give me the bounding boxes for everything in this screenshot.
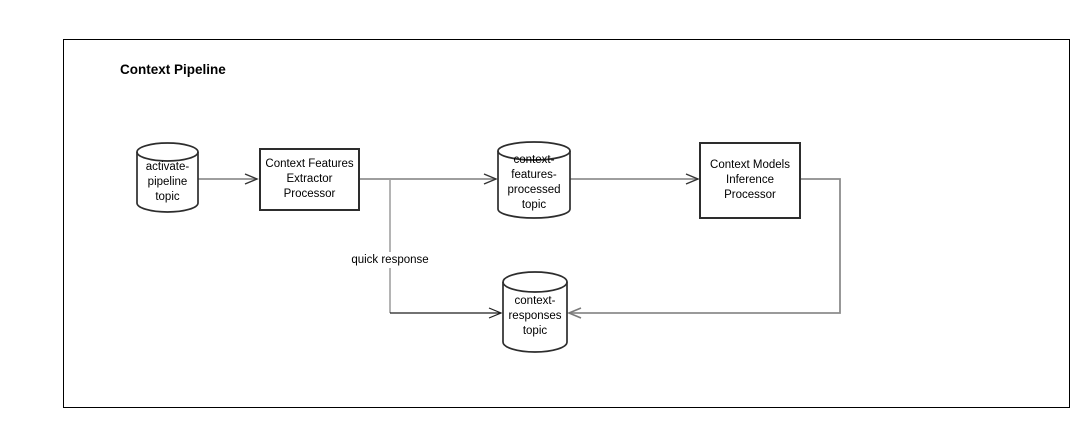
edge-inference-to-responses [566,178,841,319]
cylinder-context-responses-topic[interactable] [502,271,568,353]
process-context-features-extractor[interactable] [259,148,360,211]
diagram-frame [63,39,1070,408]
process-context-models-inference[interactable] [699,142,801,219]
diagram-title: Context Pipeline [120,62,226,77]
cylinder-activate-pipeline-topic[interactable] [136,142,199,213]
cylinder-context-features-processed-topic[interactable] [497,141,571,219]
edge-label-quick-response: quick response [347,252,433,268]
